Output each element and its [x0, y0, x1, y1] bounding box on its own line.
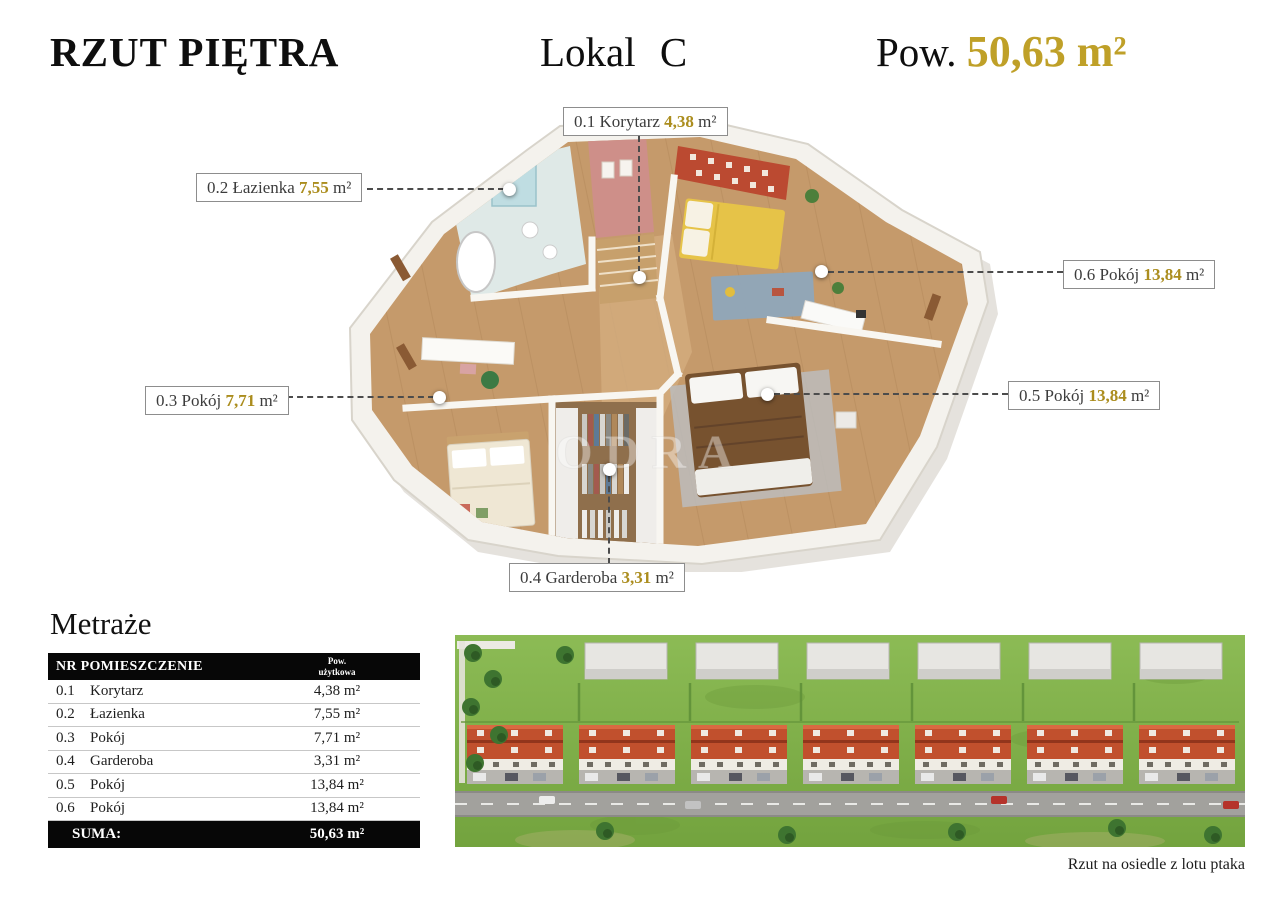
- callout-pokoj-06: 0.6 Pokój 13,84 m²: [1063, 260, 1216, 289]
- column-header-area-line2: użytkowa: [318, 666, 356, 677]
- cell-area: 7,71 m²: [313, 729, 361, 746]
- room-area-unit: m²: [655, 568, 674, 587]
- callout-connector: [367, 188, 504, 190]
- cell-nr: 0.4: [56, 753, 75, 770]
- room-area-unit: m²: [259, 391, 278, 410]
- areas-table: NR POMIESZCZENIE Pow. użytkowa 0.1 Koryt…: [48, 653, 420, 848]
- cell-area: 7,55 m²: [313, 706, 361, 723]
- room-area-unit: m²: [698, 112, 717, 131]
- estate-aerial-render: [455, 635, 1245, 847]
- callout-connector: [828, 271, 1063, 273]
- table-row: 0.6 Pokój 13,84 m²: [48, 798, 420, 821]
- room-area-unit: m²: [333, 178, 352, 197]
- watermark: ODRA: [555, 426, 744, 479]
- road-cars: [539, 796, 1239, 809]
- table-total-row: SUMA: 50,63 m²: [48, 821, 420, 848]
- cell-area: 13,84 m²: [310, 776, 364, 793]
- room-area-unit: m²: [1130, 386, 1150, 405]
- table-header-row: NR POMIESZCZENIE Pow. użytkowa: [48, 653, 420, 680]
- callout-connector: [774, 393, 1008, 395]
- room-area: 13,84: [1143, 265, 1182, 284]
- room-label: 0.6 Pokój: [1074, 265, 1140, 284]
- callout-connector: [287, 396, 434, 398]
- floor-plan-render: ODRA: [348, 118, 998, 572]
- door-markers: [390, 254, 942, 371]
- room-label: 0.5 Pokój: [1019, 386, 1085, 405]
- table-row: 0.4 Garderoba 3,31 m²: [48, 751, 420, 774]
- table-row: 0.1 Korytarz 4,38 m²: [48, 680, 420, 704]
- callout-anchor-dot: [761, 388, 774, 401]
- callout-lazienka: 0.2 Łazienka 7,55 m²: [196, 173, 363, 202]
- cell-name: Pokój: [90, 776, 126, 793]
- cell-area: 4,38 m²: [313, 682, 361, 699]
- cell-nr: 0.6: [56, 800, 75, 817]
- cell-name: Garderoba: [90, 753, 154, 770]
- column-header-area-line1: Pow.: [327, 656, 347, 667]
- room-area: 4,38: [664, 112, 694, 131]
- callout-connector: [608, 476, 610, 564]
- room-label: 0.1 Korytarz: [574, 112, 660, 131]
- room-label: 0.2 Łazienka: [207, 178, 295, 197]
- total-area-value: 50,63 m²: [966, 27, 1127, 76]
- unit-label: Lokal C: [540, 29, 688, 75]
- cell-nr: 0.3: [56, 729, 75, 746]
- callout-pokoj-05: 0.5 Pokój 13,84 m²: [1008, 381, 1161, 410]
- aerial-caption: Rzut na osiedle z lotu ptaka: [1067, 856, 1245, 873]
- column-header-room: NR POMIESZCZENIE: [56, 658, 203, 674]
- callout-anchor-dot: [503, 183, 516, 196]
- callout-anchor-dot: [433, 391, 446, 404]
- callout-anchor-dot: [815, 265, 828, 278]
- cell-name: Pokój: [90, 729, 126, 746]
- room-label: 0.4 Garderoba: [520, 568, 618, 587]
- room-area: 13,84: [1088, 386, 1127, 405]
- areas-heading: Metraże: [50, 606, 152, 641]
- cell-name: Pokój: [90, 800, 126, 817]
- total-label: SUMA:: [72, 826, 122, 842]
- area-prefix: Pow.: [876, 29, 957, 75]
- cell-nr: 0.1: [56, 682, 75, 699]
- table-row: 0.2 Łazienka 7,55 m²: [48, 704, 420, 727]
- cell-area: 3,31 m²: [313, 753, 361, 770]
- callout-korytarz: 0.1 Korytarz 4,38 m²: [563, 107, 728, 136]
- page-title: RZUT PIĘTRA: [50, 29, 340, 75]
- total-value: 50,63 m²: [309, 826, 365, 842]
- callout-anchor-dot: [603, 463, 616, 476]
- table-row: 0.5 Pokój 13,84 m²: [48, 774, 420, 798]
- callout-garderoba: 0.4 Garderoba 3,31 m²: [509, 563, 685, 592]
- cell-area: 13,84 m²: [310, 800, 364, 817]
- room-area: 7,55: [299, 178, 329, 197]
- cell-nr: 0.5: [56, 776, 75, 793]
- table-row: 0.3 Pokój 7,71 m²: [48, 727, 420, 751]
- callout-connector: [638, 136, 640, 272]
- callout-anchor-dot: [633, 271, 646, 284]
- total-area: Pow. 50,63 m²: [876, 26, 1127, 77]
- callout-pokoj-03: 0.3 Pokój 7,71 m²: [145, 386, 289, 415]
- cell-name: Korytarz: [90, 682, 144, 699]
- room-area: 3,31: [621, 568, 652, 587]
- cell-name: Łazienka: [90, 706, 145, 723]
- room-area-unit: m²: [1185, 265, 1205, 284]
- cell-nr: 0.2: [56, 706, 75, 723]
- room-area: 7,71: [225, 391, 256, 410]
- room-label: 0.3 Pokój: [156, 391, 222, 410]
- column-header-area: Pow. użytkowa: [262, 656, 412, 677]
